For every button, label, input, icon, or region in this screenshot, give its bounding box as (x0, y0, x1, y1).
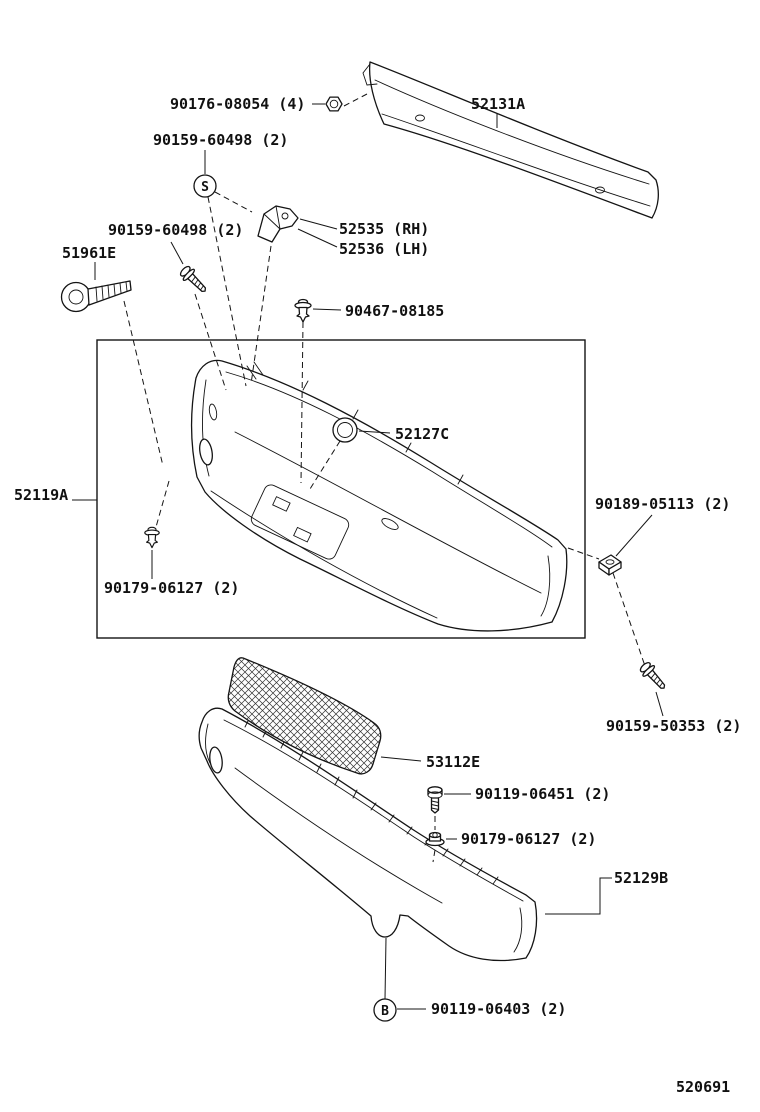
bumper-end-hatch (246, 361, 264, 380)
label-hole-cover: 52127C (395, 425, 449, 443)
hole-cover-disc (332, 417, 358, 443)
label-reinforcement-bar: 52131A (471, 95, 525, 113)
label-bumper-cover: 52119A (14, 486, 68, 504)
bracket-fold-lines (263, 205, 281, 230)
label-screw-upper: 90159-60498 (2) (153, 131, 288, 149)
bumper-right-cap-line (540, 555, 551, 617)
leader-lines (72, 103, 664, 1010)
label-valance-nut: 90179-06127 (2) (461, 830, 596, 848)
s-circle (193, 174, 217, 198)
label-side-nut: 90189-05113 (2) (595, 495, 730, 513)
tow-hook-threads (95, 281, 128, 302)
reinforcement-hole (415, 114, 425, 122)
hole-cover-inner (337, 422, 353, 438)
bumper-cover-frame (96, 339, 586, 639)
tow-hook-eye (60, 281, 92, 313)
label-reinforcement-nut: 90176-08054 (4) (170, 95, 305, 113)
bumper-top-inner-line (225, 371, 553, 548)
tow-hook-eye-hole (68, 289, 84, 305)
label-bottom-bolt: 90119-06403 (2) (431, 1000, 566, 1018)
bracket-shape (257, 205, 299, 243)
bumper-cover-outline (190, 359, 568, 632)
hex-nut-shape (325, 96, 343, 112)
label-valance-panel: 52129B (614, 869, 668, 887)
label-retainer-clip: 90467-08185 (345, 302, 444, 320)
cover-clip-drawing (144, 526, 160, 549)
bumper-side-hole (199, 438, 213, 466)
side-screw-drawing (637, 659, 671, 694)
symbol-s-marker: S (193, 174, 217, 198)
valance-crease-line (234, 767, 443, 904)
valance-bolt-drawing (427, 786, 443, 814)
valance-right-cap-line (513, 907, 523, 953)
valance-side-hole (209, 746, 223, 774)
label-valance-bolt: 90119-06451 (2) (475, 785, 610, 803)
grille-mesh (227, 657, 382, 775)
bumper-cover-drawing (190, 359, 568, 632)
reinforcement-bar-drawing (362, 61, 659, 219)
reinforcement-lower-line (381, 113, 651, 207)
label-side-screw: 90159-50353 (2) (606, 717, 741, 735)
bracket-hole (281, 212, 289, 220)
valance-nut-drawing (425, 831, 445, 847)
tow-hook-drawing (60, 280, 132, 313)
front-screw-drawing (177, 263, 212, 298)
license-plate-recess (250, 484, 350, 560)
s-symbol-letter: S (201, 180, 209, 195)
b-symbol-letter: B (381, 1004, 389, 1019)
label-bracket-lh: 52536 (LH) (339, 240, 429, 258)
label-tow-hook: 51961E (62, 244, 116, 262)
reinforcement-end-tab (362, 63, 378, 86)
reinforcement-flange-line (374, 79, 650, 185)
bumper-bracket-drawing (257, 205, 299, 243)
label-cover-clip: 90179-06127 (2) (104, 579, 239, 597)
symbol-b-marker: B (373, 998, 397, 1022)
hole-cover-drawing (332, 417, 358, 443)
bumper-clip-ticks (302, 380, 464, 485)
hex-nut-hole (329, 99, 339, 109)
reinforcement-nut-drawing (325, 96, 343, 112)
valance-left-cap-line (205, 723, 211, 764)
bumper-left-cap-line (202, 379, 210, 477)
bumper-face-slot (381, 518, 399, 530)
figure-number: 520691 (676, 1078, 730, 1096)
bumper-lip-line (210, 490, 438, 619)
side-nut-drawing (598, 554, 622, 576)
label-lower-grille: 53112E (426, 753, 480, 771)
reinforcement-hole (595, 186, 605, 194)
reinforcement-bar-outline (368, 61, 659, 219)
retainer-clip-drawing (294, 298, 312, 323)
bumper-crease-line (234, 431, 542, 594)
assembly-dashed-lines (123, 93, 646, 863)
label-screw-front: 90159-60498 (2) (108, 221, 243, 239)
bumper-side-slot (208, 403, 218, 421)
label-bracket-rh: 52535 (RH) (339, 220, 429, 238)
lower-grille-drawing (227, 657, 382, 775)
